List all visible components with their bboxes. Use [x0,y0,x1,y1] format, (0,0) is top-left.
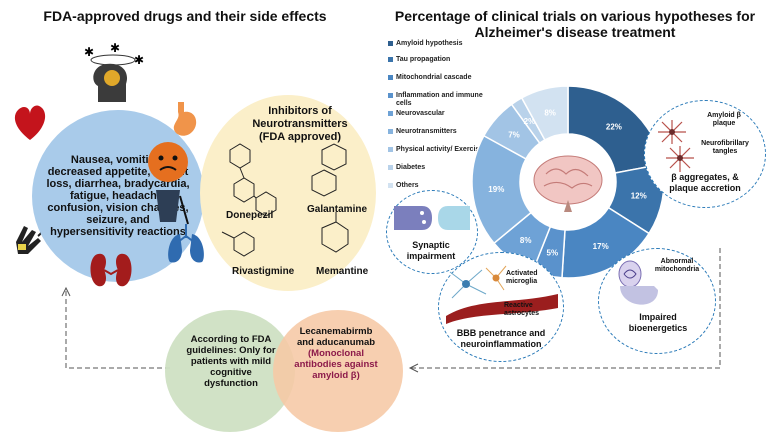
drug-rivastigmine: Rivastigmine [232,266,295,277]
mito-caption: Impaired bioenergetics [628,312,688,333]
legend-item: Neurotransmitters [388,128,486,136]
dizzy-head-icon: ✱ ✱ ✱ [84,42,144,102]
legend-swatch [388,75,393,80]
lecanemab-sub: (Monoclonal antibodies against amyloid β… [294,348,378,381]
molecule-structures [221,143,349,257]
right-title: Percentage of clinical trials on various… [394,8,756,40]
svg-text:✱: ✱ [84,45,94,59]
left-title: FDA-approved drugs and their side effect… [43,8,327,24]
donut-slice-label: 2% [524,117,536,126]
synaptic-caption: Synaptic impairment [406,240,456,261]
mitochondria-icon [618,260,658,305]
legend-swatch [388,129,393,134]
legend-swatch [388,57,393,62]
drug-memantine: Memantine [316,266,369,277]
legend-item: Amyloid hypothesis [388,40,486,48]
drug-galantamine: Galantamine [307,204,368,215]
donut-slice-label: 19% [488,185,504,194]
plaque-tangles-icon [658,120,694,172]
donut-slice-label: 17% [593,242,609,251]
legend-item: Tau propagation [388,56,486,64]
amyloid-plaque-label: Amyloid β plaque [707,112,741,127]
legend-swatch [388,41,393,46]
donut-slice-label: 7% [508,130,520,139]
legend-item: Inflammation and immune cells [388,92,486,108]
legend-item: Neurovascular [388,110,486,118]
heart-icon [14,105,46,140]
aggregates-caption: β aggregates, & plaque accretion [669,172,741,193]
microglia-astrocyte-icon [446,265,558,324]
drug-donepezil: Donepezil [226,210,274,221]
legend-swatch [388,147,393,152]
legend-item: Mitochondrial cascade [388,74,486,82]
inhibitors-circle [200,95,376,291]
synapse-icon [394,206,470,230]
microglia-label: Activated microglia [506,270,538,285]
lecanemab-main: Lecanemabirmb and aducanumab [296,326,376,348]
tangles-label: Neurofibrillary tangles [701,140,749,155]
kidneys-icon [90,253,132,287]
bbb-caption: BBB penetrance and neuroinflammation [456,328,546,349]
mito-label: Abnormal mitochondria [654,258,700,273]
aggregates-panel [644,100,766,208]
svg-text:✱: ✱ [110,42,120,55]
donut-slice-label: 12% [631,191,647,200]
stomach-icon [173,102,197,136]
donut-slice-label: 22% [606,123,622,132]
donut-slice-label: 8% [520,236,532,245]
legend-swatch [388,183,393,188]
brain-icon [533,155,603,212]
legend-swatch [388,165,393,170]
donut-slice-label: 5% [547,248,559,257]
mito-panel [598,248,716,354]
legend-swatch [388,93,393,98]
svg-text:✱: ✱ [134,53,144,67]
lecanemab-text: Lecanemabirmb and aducanumab (Monoclonal… [290,326,382,381]
donut-slice-label: 8% [544,108,556,117]
legend-item: Others [388,182,486,190]
legend-item: Diabetes [388,164,486,172]
elderly-person-icon [148,142,189,225]
legend-swatch [388,111,393,116]
inhibitors-title: Inhibitors of Neurotransmitters (FDA app… [252,105,348,143]
fda-guideline-text: According to FDA guidelines: Only for pa… [186,334,276,389]
legend-item: Physical activity/ Exercise [388,146,486,154]
synaptic-panel [386,190,478,274]
lecanemab-circle [273,310,403,432]
clinical-trials-donut-chart: 22% 12% 17% 5% 8% 19% 7% 2% 8% [471,85,665,279]
lungs-icon [168,224,204,263]
astrocytes-label: Reactive astrocytes [504,302,540,317]
